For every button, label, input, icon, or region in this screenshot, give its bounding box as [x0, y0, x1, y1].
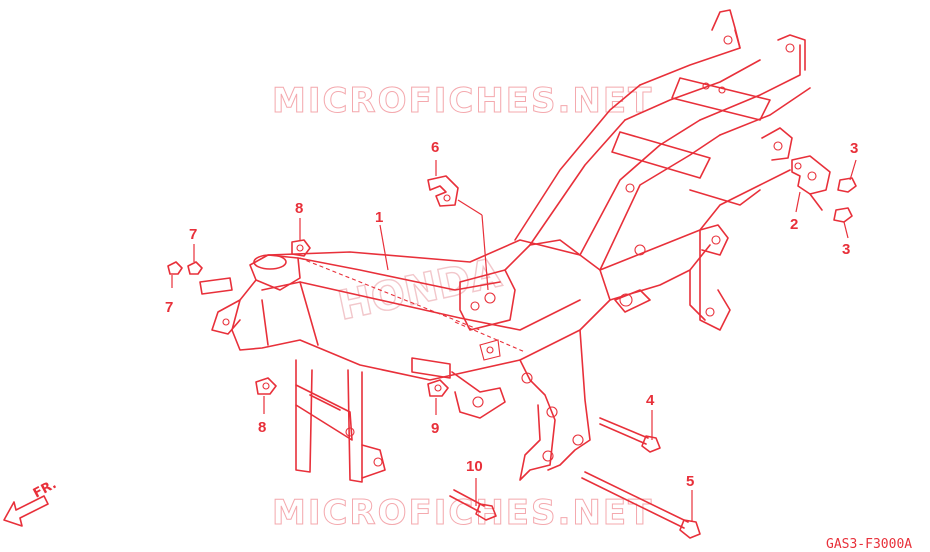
cable-clip-part-6 — [427, 175, 459, 207]
bolt-part-4 — [599, 417, 661, 453]
frame-body — [211, 9, 811, 483]
callout-7-upper: 7 — [189, 226, 197, 243]
callout-1: 1 — [375, 209, 383, 226]
screw-part-7-right — [187, 261, 203, 275]
callout-9: 9 — [431, 420, 439, 437]
watermark-bottom: MICROFICHES.NET — [272, 493, 653, 533]
callout-6: 6 — [431, 139, 439, 156]
callout-2: 2 — [790, 216, 798, 233]
callout-3-upper: 3 — [850, 140, 858, 157]
diagram-code: GAS3-F3000A — [826, 537, 912, 552]
front-direction-arrow: FR. — [3, 477, 59, 527]
callout-10: 10 — [466, 458, 483, 475]
nut-part-9 — [427, 379, 449, 397]
bolt-part-3-lower — [833, 207, 853, 223]
screw-part-7-left — [167, 261, 183, 275]
callout-5: 5 — [686, 473, 694, 490]
callout-7-lower: 7 — [165, 299, 173, 316]
callout-3-lower: 3 — [842, 241, 850, 258]
brand-watermark: HONDA — [334, 250, 505, 329]
nut-part-8-lower — [255, 377, 277, 395]
nut-part-8-upper — [291, 239, 311, 257]
watermark-top: MICROFICHES.NET — [272, 81, 653, 121]
bolt-part-3-upper — [837, 177, 857, 193]
long-bolt-part-5 — [581, 471, 701, 539]
bracket-part-2 — [791, 155, 831, 211]
plate — [199, 277, 233, 295]
callout-4: 4 — [646, 392, 655, 409]
bolt-part-10 — [449, 489, 497, 521]
callout-8-lower: 8 — [258, 419, 266, 436]
callout-8-upper: 8 — [295, 200, 303, 217]
